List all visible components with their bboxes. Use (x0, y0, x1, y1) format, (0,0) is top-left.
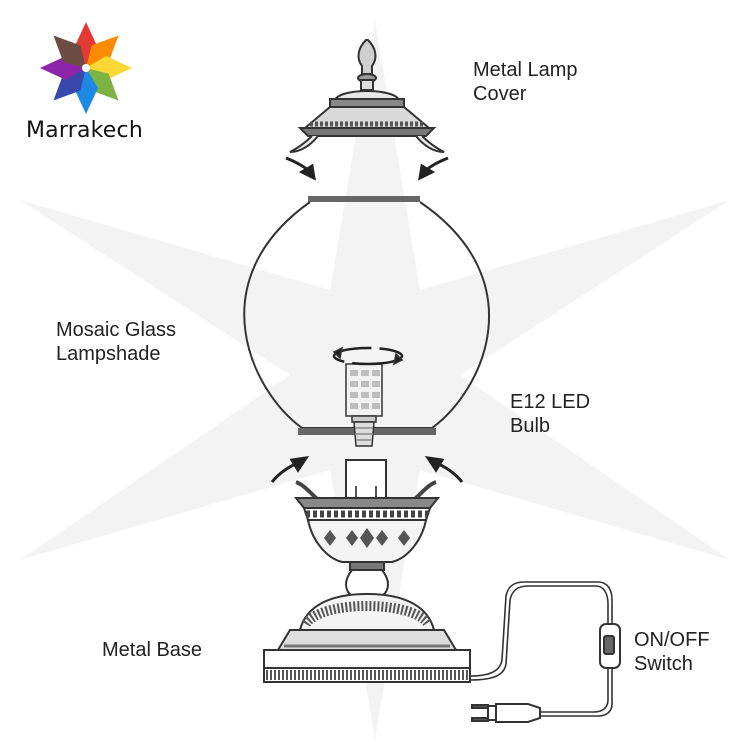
on-off-switch (599, 623, 621, 669)
power-plug (471, 703, 541, 723)
arrow-cover-left (285, 156, 316, 181)
label-switch-line1: ON/OFF (634, 629, 710, 651)
label-switch-line2: Switch (634, 653, 693, 675)
logo-petal (53, 35, 86, 68)
metal-base (263, 459, 471, 683)
label-base: Metal Base (102, 639, 203, 661)
arrow-cover-right (418, 156, 449, 181)
brand-name: Marrakech (26, 118, 143, 143)
arrow-base-right (424, 456, 464, 483)
label-shade-line1: Mosaic Glass (56, 319, 177, 341)
logo-petal (86, 68, 119, 101)
logo-petal (86, 35, 119, 68)
arrow-base-left (270, 456, 310, 483)
label-shade-line2: Lampshade (56, 343, 161, 365)
label-cover-line2: Cover (473, 83, 527, 105)
label-cover-line1: Metal Lamp (473, 59, 578, 81)
metal-lamp-cover (289, 39, 445, 153)
logo-center (82, 64, 90, 72)
label-bulb-line1: E12 LED (510, 391, 591, 413)
power-cord (469, 581, 613, 717)
label-bulb-line2: Bulb (510, 415, 551, 437)
e12-led-bulb (332, 346, 404, 447)
logo-petal (53, 68, 86, 101)
marrakech-logo-icon (40, 22, 132, 114)
